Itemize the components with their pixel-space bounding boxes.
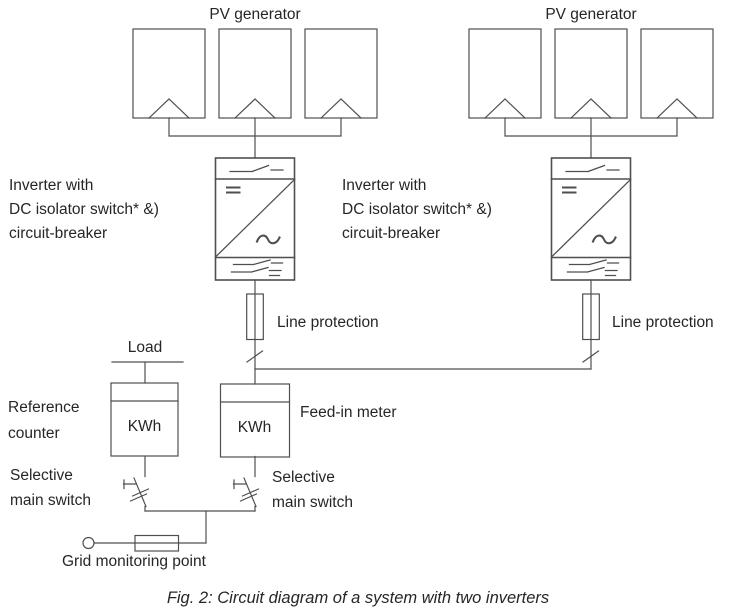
selective-main-switch-label-left: Selective main switch: [10, 463, 91, 513]
inverter-label-right: Inverter with DC isolator switch* &) cir…: [342, 174, 492, 246]
pv-array: [132, 28, 378, 159]
line-protection-fuse: [246, 279, 264, 370]
inverter-diagonal: [215, 179, 295, 258]
selective-main-switch-label-right: Selective main switch: [272, 465, 353, 515]
pv-panel-arrow-icon: [234, 98, 276, 119]
selective-main-switch-label-line: Selective: [10, 467, 73, 484]
line-protection-label-left: Line protection: [277, 314, 379, 331]
inverter-section-divider: [214, 178, 296, 259]
feed-in-meter-label: Feed-in meter: [300, 404, 397, 421]
selective-main-switch-label-line: main switch: [272, 494, 353, 511]
inverter-label-line: circuit-breaker: [9, 225, 108, 242]
pv-panel: [132, 28, 206, 119]
switch-contact-tick: [122, 479, 137, 490]
selective-main-switch-label-line: Selective: [272, 469, 335, 486]
inverter-unit-right: [550, 156, 632, 282]
pv-panel: [304, 28, 378, 119]
selective-main-switch-symbol-right: [232, 455, 260, 512]
pv-array-right: [468, 28, 714, 159]
figure-caption: Fig. 2: Circuit diagram of a system with…: [166, 589, 550, 607]
inverter-label-line: Inverter with: [342, 177, 427, 194]
circuit-breaker-icon: [230, 259, 284, 277]
pv-panel: [218, 28, 292, 119]
inverter-label-left: Inverter with DC isolator switch* &) cir…: [9, 174, 159, 246]
line-protection-label-right: Line protection: [612, 314, 714, 331]
fuse-symbol: [246, 293, 264, 341]
line-protection-fuse-right: [582, 279, 600, 370]
inverter-label-line: DC isolator switch* &): [342, 201, 492, 218]
grid-monitoring-point-label: Grid monitoring point: [62, 553, 206, 570]
grid-monitoring-terminal: [82, 536, 95, 550]
dc-isolator-switch-icon: [229, 164, 284, 173]
reference-counter-unit: KWh: [127, 418, 162, 435]
selective-main-switch-symbol: [122, 455, 150, 512]
inverter-label-line: DC isolator switch* &): [9, 201, 159, 218]
pv-panel-arrow-icon: [148, 98, 190, 119]
selective-main-switch-label-line: main switch: [10, 492, 91, 509]
load-connection: [111, 361, 184, 384]
reference-counter-label: Reference counter: [8, 395, 80, 447]
switch-slash-marks: [129, 488, 150, 502]
grid-fuse-symbol: [134, 534, 180, 552]
pv-string-wire: [168, 117, 342, 159]
reference-counter-label-line: counter: [8, 425, 60, 442]
dc-symbol-icon: [226, 186, 241, 194]
inverter-unit: [214, 157, 296, 281]
reference-counter-label-line: Reference: [8, 399, 80, 416]
load-label: Load: [127, 339, 163, 356]
inverter-label-line: circuit-breaker: [342, 225, 441, 242]
pv-generator-label-left: PV generator: [209, 6, 301, 23]
pv-panel-arrow-icon: [320, 98, 362, 119]
disconnect-slash: [246, 350, 264, 363]
inverter-label-line: Inverter with: [9, 177, 94, 194]
pv-generator-label-right: PV generator: [545, 6, 637, 23]
feed-in-meter-unit: KWh: [237, 419, 272, 436]
grid-connection: [82, 510, 256, 552]
ac-symbol-icon: [255, 234, 281, 245]
